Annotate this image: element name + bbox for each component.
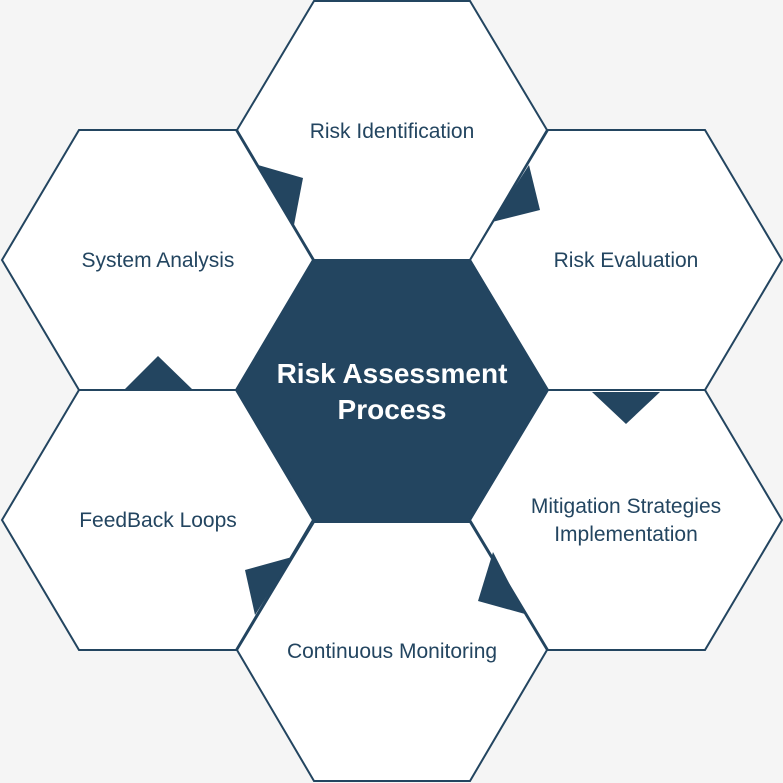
arrow-system-to-identification bbox=[258, 165, 303, 225]
label-risk-evaluation: Risk Evaluation bbox=[554, 249, 699, 272]
label-mitigation-line1: Mitigation Strategies bbox=[531, 495, 721, 518]
hex-center bbox=[235, 259, 549, 521]
label-system-analysis: System Analysis bbox=[82, 249, 235, 272]
label-continuous-monitoring: Continuous Monitoring bbox=[287, 640, 497, 663]
arrow-mitigation-to-monitoring bbox=[478, 552, 525, 614]
arrow-monitoring-to-feedback bbox=[245, 557, 292, 615]
arrow-identification-to-evaluation bbox=[492, 165, 540, 222]
label-risk-identification: Risk Identification bbox=[310, 120, 475, 143]
arrow-evaluation-to-mitigation bbox=[592, 392, 660, 424]
center-title-line2: Process bbox=[338, 394, 447, 425]
label-feedback-loops: FeedBack Loops bbox=[79, 509, 237, 532]
arrow-feedback-to-system bbox=[124, 356, 193, 390]
label-mitigation-line2: Implementation bbox=[554, 523, 698, 546]
center-title-line1: Risk Assessment bbox=[277, 358, 508, 389]
hex-continuous-monitoring bbox=[235, 521, 549, 782]
